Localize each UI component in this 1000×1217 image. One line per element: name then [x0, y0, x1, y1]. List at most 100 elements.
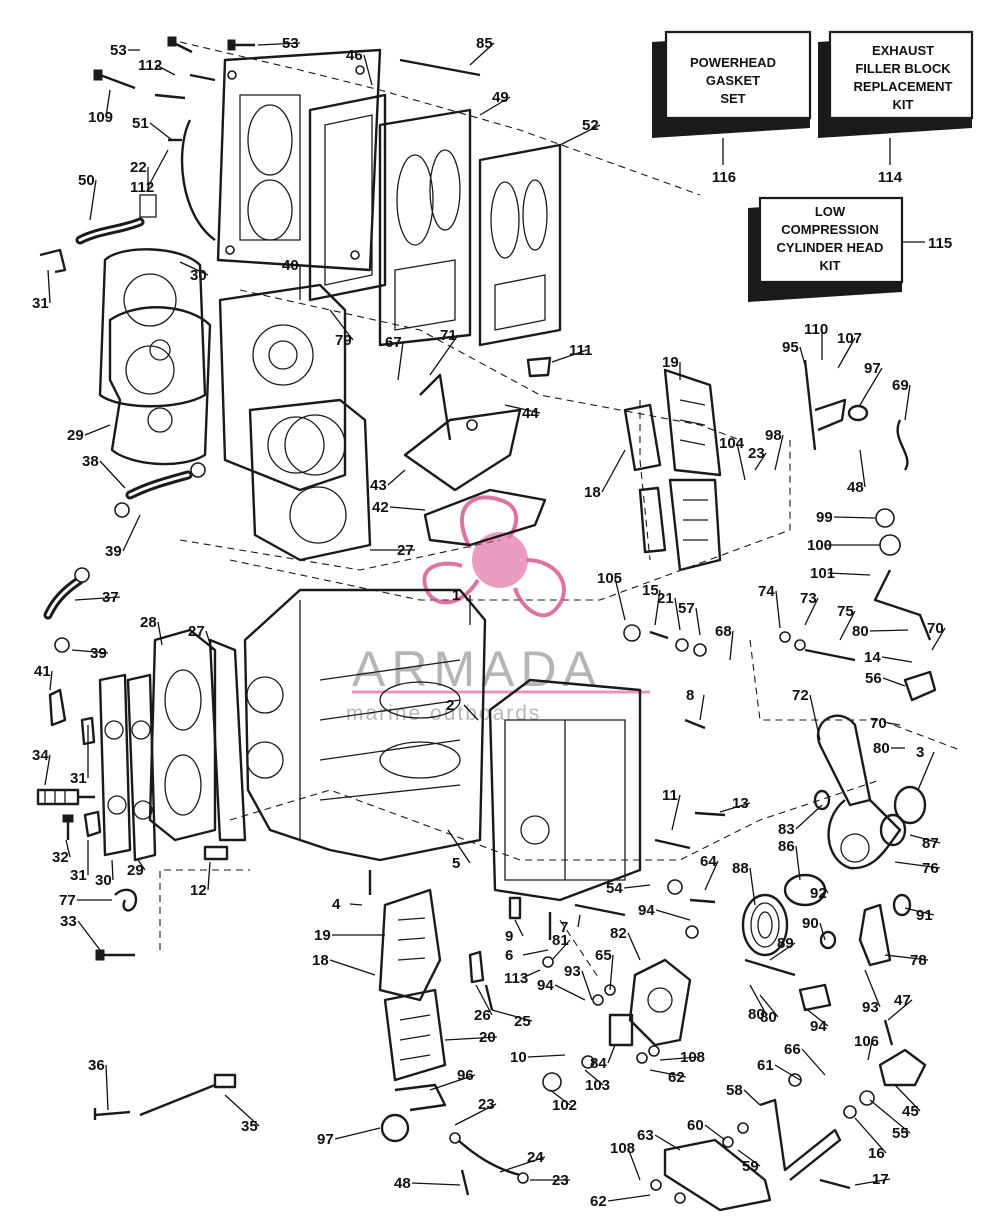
callout-leader-line: [607, 1044, 616, 1064]
screws-top: [93, 36, 481, 142]
callout-number: 57: [678, 600, 695, 617]
callout-leader-line: [775, 590, 781, 629]
callout-leader-line: [736, 442, 746, 481]
callout-leader-line: [674, 597, 681, 631]
spring-69: [896, 419, 909, 471]
callout-number: 10: [510, 1049, 527, 1066]
callout-number: 50: [78, 172, 95, 189]
callout-number: 82: [610, 925, 627, 942]
callout-number: 83: [778, 821, 795, 838]
plate-63: [663, 1138, 772, 1212]
callout-leader-line: [869, 629, 909, 632]
fitting-84: [608, 1013, 634, 1047]
callout-number: 49: [492, 89, 509, 106]
callout-leader-line: [774, 1064, 801, 1081]
callout-leader-line: [411, 1182, 461, 1186]
screw-47: [883, 1019, 894, 1046]
callout-number: 1: [452, 587, 460, 604]
screw-25-lower: [484, 984, 494, 1011]
callout-leader-line: [609, 954, 614, 991]
wire-24: [449, 1132, 529, 1184]
arm-76: [827, 799, 902, 870]
callout-number: 48: [847, 479, 864, 496]
callout-number: 8: [686, 687, 694, 704]
bypass-cover-43: [403, 373, 522, 492]
callout-leader-line: [224, 1094, 260, 1127]
callout-leader-line: [71, 649, 109, 654]
callout-leader-line: [904, 384, 911, 421]
callout-leader-line: [584, 1069, 604, 1086]
washers-right: [466, 419, 806, 968]
callout-number: 18: [584, 484, 601, 501]
callout-number: 71: [440, 327, 457, 344]
screw-48-lower: [460, 1169, 470, 1196]
callout-number: 42: [372, 499, 389, 516]
callout-number: 55: [892, 1125, 909, 1142]
callout-number: 29: [67, 427, 84, 444]
callout-number: 88: [732, 860, 749, 877]
lever-78: [858, 903, 892, 967]
callout-number: 51: [132, 115, 149, 132]
callout-number: 27: [188, 623, 205, 640]
callout-number: 53: [110, 42, 127, 59]
reed-26: [468, 950, 485, 984]
spring-88: [741, 893, 789, 957]
watermark-tagline: marine outboards: [346, 702, 541, 725]
callout-leader-line: [887, 722, 901, 726]
reed-plate-20: [383, 988, 447, 1082]
callout-leader-line: [819, 922, 826, 941]
callout-number: 86: [778, 838, 795, 855]
callout-number: 28: [140, 614, 157, 631]
callout-number: 43: [370, 477, 387, 494]
kit-line: LOW: [815, 204, 846, 219]
callout-number: 23: [478, 1096, 495, 1113]
pin-36: [93, 1108, 131, 1120]
callout-number: 31: [70, 770, 87, 787]
reed-housing-19: [378, 888, 442, 1002]
callout-number: 103: [585, 1077, 610, 1094]
gasket-29-left: [126, 673, 157, 862]
callout-number: 94: [537, 977, 554, 994]
exhaust-cover-gasket-46: [308, 93, 387, 302]
cylinder-head-28: [148, 628, 217, 842]
clip-31-top: [39, 248, 67, 274]
callout-number: 31: [32, 295, 49, 312]
dowel-12: [203, 845, 229, 861]
callout-leader-line: [749, 867, 756, 906]
callout-number: 24: [527, 1149, 544, 1166]
callout-leader-line: [854, 1117, 887, 1154]
callout-number: 20: [479, 1029, 496, 1046]
callout-leader-line: [833, 516, 876, 519]
callout-leader-line: [155, 64, 176, 76]
callout-leader-line: [799, 346, 806, 366]
callout-number: 113: [504, 970, 528, 987]
callout-number: 85: [476, 35, 493, 52]
screw-33: [95, 949, 135, 961]
callout-number: 16: [868, 1145, 885, 1162]
fitting-22: [139, 194, 157, 218]
callout-number: 62: [668, 1069, 685, 1086]
callout-leader-line: [671, 794, 681, 831]
callout-number: 23: [748, 445, 765, 462]
callout-leader-line: [469, 42, 495, 66]
screws-right: [368, 630, 856, 940]
callout-leader-line: [179, 261, 209, 276]
rod-35: [139, 1073, 237, 1117]
callout-number: 68: [715, 623, 732, 640]
callout-leader-line: [719, 802, 751, 813]
callout-leader-line: [463, 704, 479, 721]
bracket-96: [394, 1083, 447, 1112]
callout-number: 64: [700, 853, 717, 870]
callout-number: 98: [765, 427, 782, 444]
callout-leader-line: [654, 1134, 681, 1151]
callout-leader-line: [699, 694, 705, 721]
callout-leader-line: [429, 1074, 476, 1091]
callout-leader-line: [601, 449, 626, 493]
callout-number: 90: [802, 915, 819, 932]
callout-leader-line: [551, 939, 571, 961]
rod-89: [744, 958, 796, 977]
kit-line: FILLER BLOCK: [855, 61, 951, 76]
callout-number: 13: [732, 795, 749, 812]
